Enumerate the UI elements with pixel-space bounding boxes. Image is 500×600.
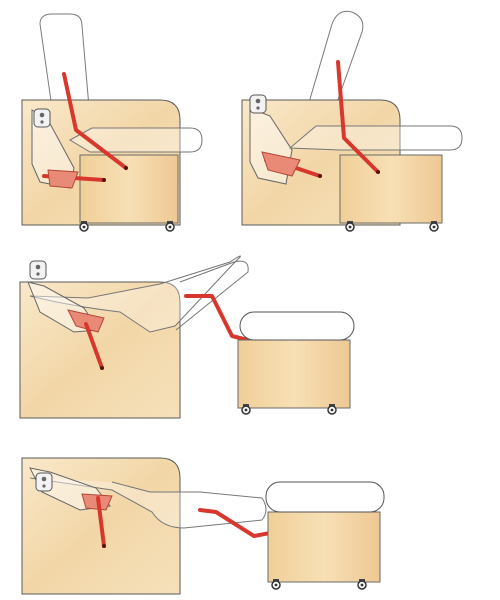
seat-cushion-outline [265,481,385,513]
mechanism-bracket [67,309,105,333]
mechanism-lever [336,60,380,174]
hinge-plate-icon [35,472,53,492]
drawer-box [267,511,381,583]
caster-wheel-icon [357,578,367,590]
panel-stage-4 [21,457,385,595]
caster-wheel-icon [241,403,251,415]
mechanism-bracket [261,151,301,177]
hinge-plate-icon [249,94,267,114]
hinge-plate-icon [29,260,47,280]
backrest-outline [39,13,93,151]
seat-cushion-outline [239,311,355,341]
backrest-outline [29,255,241,333]
caster-wheel-icon [271,578,281,590]
drawer-box [237,339,351,409]
pivot-dot-icon [124,166,128,170]
backrest-outline [29,477,267,529]
drawer-box [339,154,443,224]
pivot-dot-icon [102,178,106,182]
pivot-dot-icon [102,544,106,548]
drawer-box [79,154,179,224]
pivot-dot-icon [100,366,104,370]
mechanism-bracket [47,169,79,189]
backrest-outline [297,10,364,151]
caster-wheel-icon [345,220,355,232]
seat-cushion-outline [288,125,463,151]
seat-cushion-outline [68,127,203,153]
panel-stage-3 [19,255,355,419]
pivot-dot-icon [376,170,380,174]
panel-stage-1 [21,13,203,232]
caster-wheel-icon [327,403,337,415]
caster-wheel-icon [429,220,439,232]
caster-wheel-icon [165,220,175,232]
backrest-outline-top [175,260,249,331]
mechanism-lever [62,72,128,170]
mechanism-link [96,496,106,548]
caster-wheel-icon [79,220,89,232]
chair-body [19,281,181,419]
pivot-dot-icon [318,174,322,178]
mechanism-link [84,322,104,370]
hinge-plate-icon [33,108,51,128]
panel-stage-2 [241,10,463,232]
